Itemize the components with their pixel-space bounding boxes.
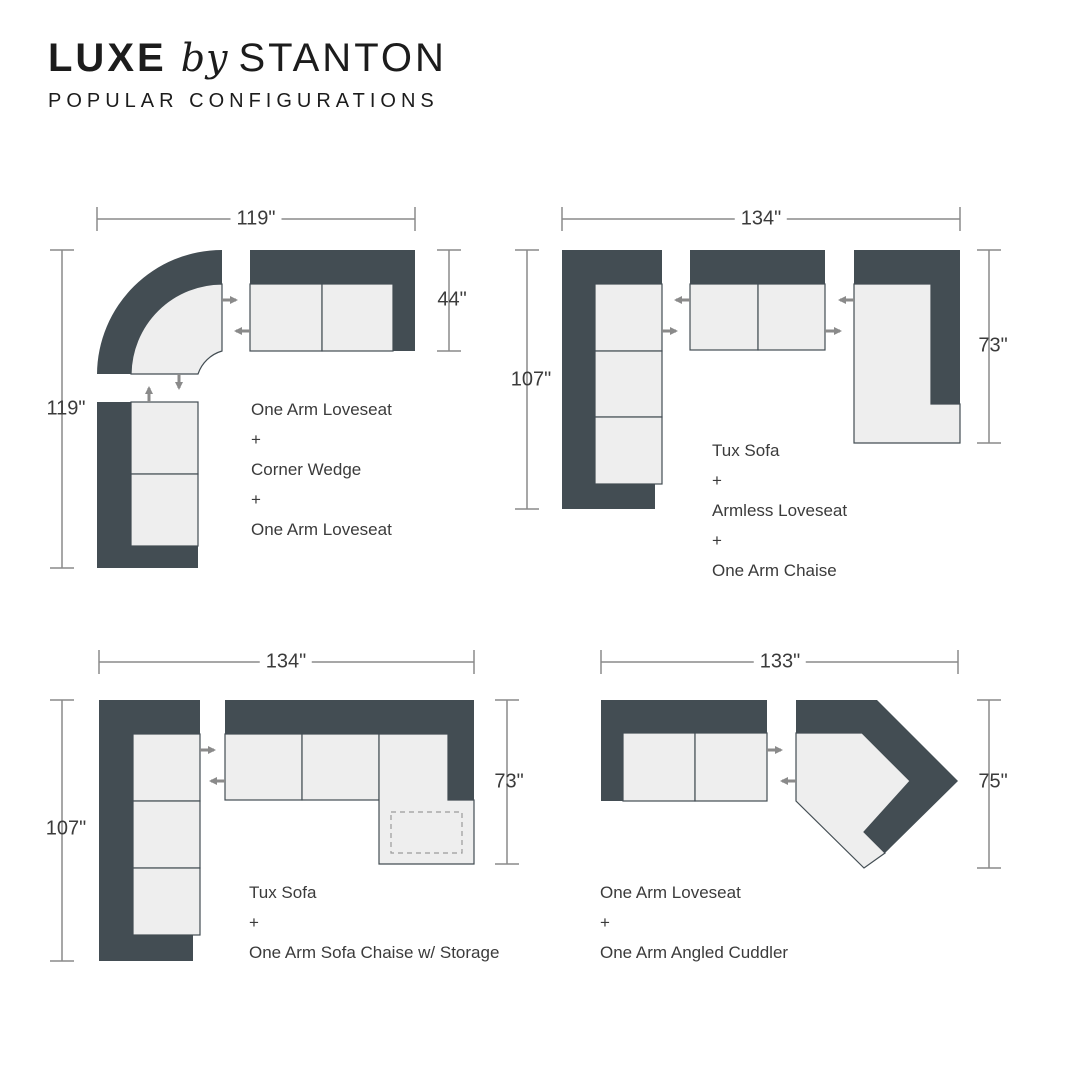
config-1-depth-label: 119" — [46, 397, 86, 420]
config-3-diagram — [50, 650, 519, 962]
config-2-depth-dimension-line — [515, 249, 539, 510]
caption-part: Corner Wedge — [251, 460, 362, 479]
brand-name: STANTON — [238, 36, 447, 80]
brand-bold: LUXE — [48, 36, 167, 80]
one-arm-loveseat-config-4 — [601, 700, 768, 802]
caption-part: One Arm Loveseat — [251, 400, 392, 419]
config-3-width-label: 134" — [259, 650, 313, 674]
config-1-depth-dimension-line — [50, 249, 74, 569]
config-3-side-dimension-line — [495, 699, 519, 865]
caption-part: One Arm Chaise — [712, 561, 837, 580]
tux-sofa-vertical-2 — [99, 700, 201, 961]
config-4-arrows — [767, 746, 796, 785]
one-arm-loveseat-left — [97, 401, 199, 568]
one-arm-sofa-chaise-storage — [224, 700, 475, 865]
config-2-depth-label: 107" — [510, 368, 552, 391]
config-2-side-label: 73" — [978, 334, 1008, 357]
tux-sofa-vertical — [562, 250, 663, 509]
config-2-side-dimension-line — [977, 249, 1001, 444]
config-1-side-label: 44" — [437, 288, 467, 311]
config-2-width-label: 134" — [734, 207, 788, 231]
caption-plus: + — [251, 490, 261, 509]
page-subtitle: POPULAR CONFIGURATIONS — [48, 90, 439, 112]
corner-wedge — [97, 250, 223, 375]
config-4-side-dimension-line — [977, 699, 1001, 869]
config-1-side-dimension-line — [437, 249, 461, 352]
one-arm-chaise — [853, 250, 961, 444]
one-arm-loveseat-top — [249, 250, 415, 352]
brand-by: by — [180, 36, 229, 80]
caption-plus: + — [251, 430, 261, 449]
config-3-depth-dimension-line — [50, 699, 74, 962]
config-3-depth-label: 107" — [45, 817, 87, 840]
config-3-side-label: 73" — [494, 770, 524, 793]
config-1-arrows — [145, 296, 250, 402]
caption-part: One Arm Sofa Chaise w/ Storage — [249, 943, 500, 962]
storage-compartment-outline — [390, 811, 463, 854]
caption-plus: + — [249, 913, 259, 932]
caption-part: Tux Sofa — [712, 441, 780, 460]
config-3-caption: Tux Sofa + One Arm Sofa Chaise w/ Storag… — [249, 878, 499, 968]
config-1-caption: One Arm Loveseat + Corner Wedge + One Ar… — [251, 395, 392, 545]
config-4-side-label: 75" — [978, 770, 1008, 793]
config-3-arrows — [200, 746, 225, 785]
armless-loveseat — [689, 250, 826, 351]
config-4-width-label: 133" — [753, 650, 807, 674]
config-4-caption: One Arm Loveseat + One Arm Angled Cuddle… — [600, 878, 788, 968]
one-arm-angled-cuddler — [795, 700, 958, 869]
caption-part: Armless Loveseat — [712, 501, 848, 520]
caption-part: Tux Sofa — [249, 883, 317, 902]
caption-plus: + — [600, 913, 610, 932]
caption-part: One Arm Loveseat — [600, 883, 741, 902]
caption-plus: + — [712, 471, 722, 490]
caption-part: One Arm Angled Cuddler — [600, 943, 789, 962]
config-4-diagram — [600, 650, 1001, 869]
caption-part: One Arm Loveseat — [251, 520, 392, 539]
config-1-width-label: 119" — [230, 207, 282, 231]
config-2-arrows — [662, 296, 854, 335]
caption-plus: + — [712, 531, 722, 550]
config-2-caption: Tux Sofa + Armless Loveseat + One Arm Ch… — [712, 436, 847, 586]
config-2-diagram — [515, 207, 1001, 510]
